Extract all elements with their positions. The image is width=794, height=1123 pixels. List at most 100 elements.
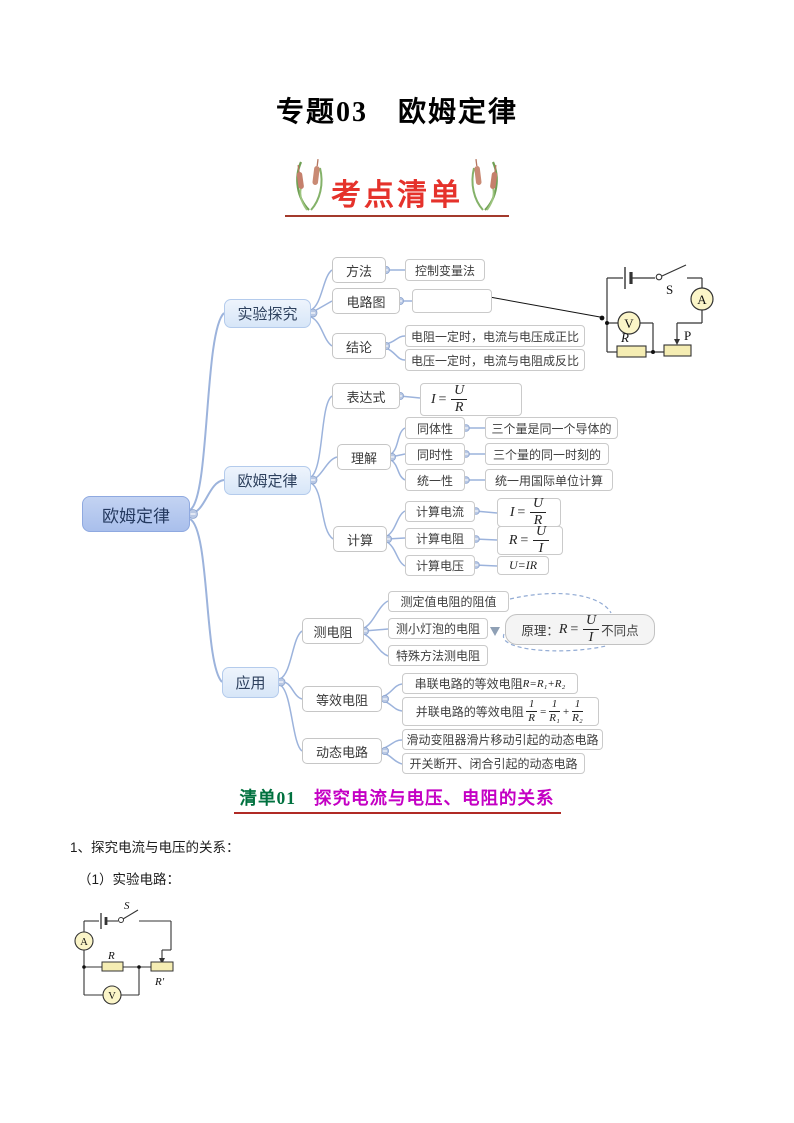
rheostat-symbol — [150, 961, 174, 972]
mindmap-node-ohms-law[interactable]: 欧姆定律 — [224, 466, 311, 495]
mindmap-leaf-conclusion-2[interactable]: 电压一定时，电流与电阻成反比 — [405, 349, 585, 371]
formula-symbol: I — [588, 630, 594, 645]
parallel-text: 并联电路的等效电阻 — [415, 705, 524, 719]
cattail-decoration-left — [296, 159, 323, 211]
formula-symbol: 1 — [571, 699, 584, 712]
collapse-toggle[interactable] — [380, 747, 389, 756]
formula-symbol: U — [582, 614, 600, 630]
mindmap-node-understanding[interactable]: 理解 — [337, 444, 391, 470]
formula-symbol: U — [451, 384, 468, 400]
mindmap-leaf-same-body-note[interactable]: 三个量是同一个导体的 — [485, 417, 618, 439]
mindmap-connectors — [188, 265, 612, 765]
mindmap-node-same-time[interactable]: 同时性 — [405, 443, 465, 465]
switch-label: S — [666, 282, 673, 297]
mindmap-node-method[interactable]: 方法 — [332, 257, 386, 283]
rheostat-symbol — [663, 344, 692, 357]
mindmap-node-equivalent-resistance[interactable]: 等效电阻 — [302, 686, 382, 712]
mindmap-leaf-unified-note[interactable]: 统一用国际单位计算 — [485, 469, 613, 491]
section-title: 探究电流与电压、电阻的关系 — [314, 788, 555, 808]
principle-suffix: 不同点 — [601, 624, 639, 638]
ammeter-symbol — [690, 287, 714, 311]
resistor-symbol — [616, 345, 647, 358]
collapse-toggle[interactable] — [380, 695, 389, 704]
series-formula: R=R₁+R₂ — [522, 677, 566, 690]
circuit-diagram-placeholder-box[interactable] — [412, 289, 492, 313]
body-line-2: （1）实验电路： — [78, 872, 181, 887]
principle-arrow-icon — [490, 627, 500, 636]
switch-pivot — [118, 917, 124, 923]
formula-symbol: + — [562, 705, 570, 718]
formula-symbol: R — [558, 621, 568, 637]
mindmap-leaf-measure-special[interactable]: 特殊方法测电阻 — [388, 645, 488, 666]
mindmap-leaf-dynamic-switch[interactable]: 开关断开、闭合引起的动态电路 — [402, 753, 585, 774]
mindmap-leaf-dynamic-slider[interactable]: 滑动变阻器滑片移动引起的动态电路 — [402, 729, 603, 750]
mindmap-leaf-control-variable[interactable]: 控制变量法 — [405, 259, 485, 281]
formula-symbol: 1 — [548, 699, 561, 712]
ammeter-label: A — [697, 292, 707, 307]
slider-arrow-icon — [159, 958, 165, 964]
circuit-leader-line — [472, 293, 605, 321]
mindmap-node-dynamic-circuit[interactable]: 动态电路 — [302, 738, 382, 764]
mindmap-root-node[interactable]: 欧姆定律 — [82, 496, 190, 532]
formula-symbol: 1 — [525, 699, 538, 712]
switch-label: S — [124, 900, 130, 912]
mindmap-leaf-measure-fixed[interactable]: 测定值电阻的阻值 — [388, 591, 509, 612]
formula-symbol: R₂ — [572, 712, 583, 724]
cattail-decoration-right — [471, 159, 498, 211]
section-number: 清单01 — [239, 788, 296, 808]
formula-symbol: = — [437, 391, 448, 407]
formula-symbol: I — [431, 391, 436, 407]
mindmap-node-application[interactable]: 应用 — [222, 667, 279, 698]
mindmap-leaf-measure-bulb[interactable]: 测小灯泡的电阻 — [388, 618, 488, 639]
formula-symbol: R — [533, 513, 543, 528]
principle-prefix: 原理： — [521, 624, 559, 638]
voltmeter-label: V — [624, 316, 634, 331]
mindmap-node-expression[interactable]: 表达式 — [332, 383, 400, 409]
resistor-label: R — [620, 330, 629, 345]
mindmap-leaf-formula-voltage[interactable]: U=IR — [497, 556, 549, 575]
ammeter-symbol — [74, 931, 94, 951]
mindmap-node-experiment[interactable]: 实验探究 — [224, 299, 311, 328]
mindmap-node-same-body[interactable]: 同体性 — [405, 417, 465, 439]
section-badge: 考点清单 — [0, 158, 794, 217]
circuit-diagram-top: A V S R P — [605, 264, 714, 358]
mindmap-node-calc-resistance[interactable]: 计算电阻 — [405, 528, 475, 549]
body-line-1: 1、探究电流与电压的关系： — [70, 840, 240, 855]
mindmap-leaf-same-time-note[interactable]: 三个量的同一时刻的 — [485, 443, 609, 465]
voltmeter-label: V — [108, 991, 116, 1002]
mindmap-node-circuit-diagram[interactable]: 电路图 — [332, 288, 400, 314]
formula-symbol: I — [538, 541, 544, 556]
formula-symbol: R — [508, 532, 518, 548]
slider-arrow-icon — [674, 339, 680, 345]
ammeter-label: A — [80, 937, 88, 948]
mindmap-node-conclusion[interactable]: 结论 — [332, 333, 386, 359]
mindmap-node-measure-resistance[interactable]: 测电阻 — [302, 618, 364, 644]
mindmap-node-calc-voltage[interactable]: 计算电压 — [405, 555, 475, 576]
section-heading: 清单01 探究电流与电压、电阻的关系 — [0, 785, 794, 814]
rheostat-label: R′ — [154, 976, 165, 988]
voltmeter-symbol — [102, 985, 122, 1005]
formula-symbol: U — [532, 525, 550, 541]
mindmap-node-calc-current[interactable]: 计算电流 — [405, 501, 475, 522]
mindmap-node-unified[interactable]: 统一性 — [405, 469, 465, 491]
mindmap-leaf-conclusion-1[interactable]: 电阻一定时，电流与电压成正比 — [405, 325, 585, 347]
voltmeter-symbol — [617, 311, 641, 335]
formula-symbol: R — [528, 712, 535, 724]
resistor-symbol — [101, 961, 124, 972]
circuit-diagram-bottom: A V S R R′ — [74, 900, 174, 1005]
badge-label: 考点清单 — [331, 179, 463, 212]
mindmap-node-calculation[interactable]: 计算 — [333, 526, 387, 552]
formula-symbol: I — [509, 504, 515, 520]
